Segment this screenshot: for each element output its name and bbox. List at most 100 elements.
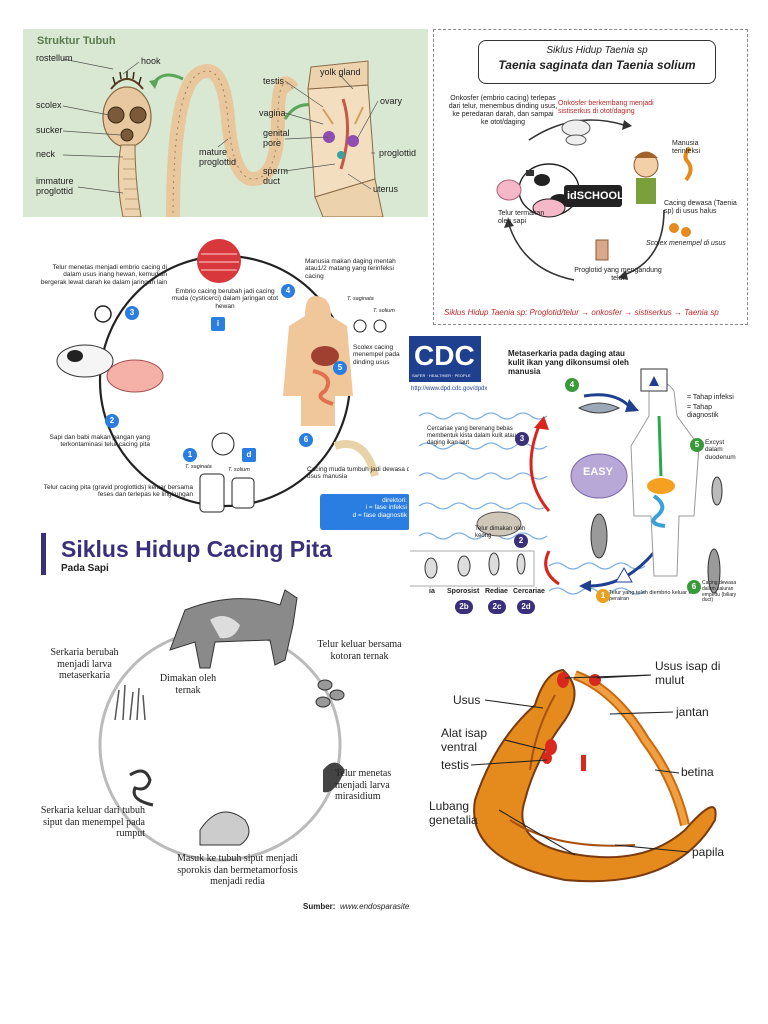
cdc-step-5: 5: [690, 438, 704, 452]
cattle-cycle-title: Siklus Hidup Cacing Pita: [61, 536, 332, 562]
cdc-step-4: 4: [565, 378, 579, 392]
t-solium-label: T. solium: [373, 308, 395, 314]
cacing-dewasa-text: Cacing dewasa (Taenia sp) di usus halus: [664, 200, 737, 216]
taenia-footer: Siklus Hidup Taenia sp: Proglotid/telur …: [444, 308, 719, 317]
label-proglottid: proglottid: [379, 148, 417, 158]
label-uterus: uterus: [373, 184, 399, 194]
telur-keluar-text: Telur yang telah diembrio keluar ke pera…: [609, 590, 695, 603]
step3-text: Telur menetas menjadi embrio cacing di d…: [40, 264, 167, 286]
easy-label: EASY: [583, 466, 613, 478]
tapeworm-illustration: [62, 58, 384, 217]
label-genital-pore: genital pore: [263, 128, 290, 149]
telur-dimakan-text: Telur dimakan oleh keong: [475, 526, 526, 539]
papila-label: papila: [692, 845, 725, 859]
cdc-step-2b: 2b: [455, 600, 473, 614]
sistiserkus-text: Onkosfer berkembang menjadi sistiserkus …: [558, 100, 654, 116]
cacing-dewasa-cdc: Cacing dewasa dalam saluran empedu (bili…: [702, 580, 737, 604]
label-yolk-gland: yolk gland: [320, 67, 361, 77]
serkaria-text: Cercariae yang berenang bebas membentuk …: [427, 426, 517, 446]
label-hook: hook: [141, 56, 161, 66]
t-saginata-label: T. saginata: [347, 296, 374, 302]
cdc-step-3: 3: [515, 432, 529, 446]
alat-isap-label: Alat isap ventral: [441, 726, 488, 754]
telur-keluar-text: Telur keluar bersama kotoran ternak: [317, 639, 402, 662]
human-cycle-illustration: [56, 239, 410, 530]
label-neck: neck: [36, 149, 56, 159]
cdc-step-2d: 2d: [517, 600, 535, 614]
testis-label: testis: [441, 758, 470, 772]
cycle-step-1-badge: 1: [183, 448, 197, 462]
serkaria-larva-text: Serkaria berubah menjadi larva metaserka…: [50, 647, 119, 681]
taenia-cycle-illustration: [496, 119, 693, 281]
cattle-fluke-cycle-panel: Siklus Hidup Cacing Pita Pada Sapi Dimak…: [35, 530, 410, 950]
label-rostellum: rostellum: [36, 53, 73, 63]
cdc-step-1: 1: [596, 589, 610, 603]
label-immature-proglottid: immature proglottid: [36, 176, 74, 197]
step5-text: Scolex cacing menempel pada dinding usus: [353, 344, 400, 366]
tahap-diagnostik: = Tahap diagnostik: [687, 404, 719, 420]
cycle-step-6-badge: 6: [299, 433, 313, 447]
taenia-subtitle: Taenia saginata dan Taenia solium: [498, 58, 696, 72]
telur-menetas-text: Telur menetas menjadi larva mirasidium: [335, 768, 392, 802]
step4-text: Manusia makan daging mentah atau1/2 mata…: [305, 258, 396, 280]
cdc-step-2c: 2c: [488, 600, 506, 614]
cdc-illustration: [409, 336, 723, 595]
usus-isap-mulut-label: Usus isap di mulut: [655, 659, 721, 687]
cercariae-label: Cercariae: [513, 588, 545, 595]
label-scolex: scolex: [36, 100, 62, 110]
tapeworm-structure-panel: Struktur Tubuh: [23, 29, 428, 217]
cdc-tagline: SAFER · HEALTHIER · PEOPLE: [412, 373, 471, 378]
label-sucker: sucker: [36, 125, 63, 135]
excyst-text: Excyst dalam duodenum: [705, 439, 736, 461]
legend-text: direktori: i = fase infeksi d = fase dia…: [352, 497, 407, 519]
taenia-logo: idSCHOOL: [567, 190, 624, 202]
step6-text: Cacing muda tumbuh jadi dewasa di usus m…: [307, 466, 412, 481]
cycle-step-3-badge: 3: [125, 306, 139, 320]
taenia-title: Siklus Hidup Taenia sp: [546, 45, 648, 56]
betina-label: betina: [681, 765, 714, 779]
rediae-label: Rediae: [485, 588, 508, 595]
metaserkaria-text: Metaserkaria pada daging atau kulit ikan…: [508, 349, 629, 377]
cycle-step-2-badge: 2: [105, 414, 119, 428]
dimakan-text: Dimakan oleh ternak: [159, 673, 217, 696]
sumber-url: www.endosparasite.net: [340, 902, 410, 911]
label-sperm-duct: sperm duct: [263, 166, 289, 187]
sumber-label: Sumber:: [303, 902, 336, 911]
step1-text: Telur cacing pita (gravid proglottids) k…: [43, 484, 193, 499]
step3b-text: Embrio cacing berubah jadi cacing muda (…: [171, 288, 279, 310]
panel1-header: Struktur Tubuh: [37, 35, 116, 47]
tapeworm-human-cycle-panel: 1 2 3 4 5 6 d i Telur menetas menjadi em…: [35, 226, 415, 531]
sporosist-label: Sporosist: [447, 588, 480, 595]
manusia-text: Manusia terinfeksi: [672, 140, 701, 156]
t-solium-label-2: T. solium: [228, 467, 250, 473]
onkosfer-text: Onkosfer (embrio cacing) terlepas dari t…: [448, 95, 558, 127]
cdc-step-2: 2: [514, 534, 528, 548]
step2-text: Sapi dan babi makan pangan yang terkonta…: [49, 434, 150, 449]
label-testis: testis: [263, 76, 285, 86]
taenia-lifecycle-panel: Siklus Hidup Taenia sp Taenia saginata d…: [433, 29, 748, 325]
cdc-step-6: 6: [687, 580, 701, 594]
jantan-label: jantan: [676, 705, 709, 719]
cycle-step-5-badge: 5: [333, 361, 347, 375]
label-ovary: ovary: [380, 96, 403, 106]
cycle-step-4-badge: 4: [281, 284, 295, 298]
proglotid-text: Proglotid yang mengandung telur: [574, 267, 662, 283]
infection-badge: i: [211, 317, 225, 331]
lubang-genetalia-label: Lubang genetalia: [429, 799, 478, 827]
title-accent-bar: [41, 533, 46, 575]
telur-sapi-text: Telur termakan oleh sapi: [498, 210, 545, 226]
fluke-anatomy-illustration: [470, 668, 717, 883]
ia-label: ia: [429, 588, 435, 595]
cattle-cycle-subtitle: Pada Sapi: [61, 563, 109, 574]
cdc-fluke-cycle-panel: CDC SAFER · HEALTHIER · PEOPLE http://ww…: [409, 336, 739, 616]
tahap-infeksi: = Tahap infeksi: [687, 394, 734, 401]
cdc-logo: CDC: [414, 340, 475, 371]
taenia-title-box: Siklus Hidup Taenia sp Taenia saginata d…: [478, 40, 716, 84]
cdc-url: http://www.dpd.cdc.gov/dpdx: [411, 386, 488, 392]
fluke-anatomy-panel: Usus isap di mulut Usus jantan Alat isap…: [415, 650, 755, 895]
scolex-text: Scolex menempel di usus: [646, 240, 726, 247]
t-saginata-label-2: T. saginata: [185, 464, 212, 470]
serkaria-keluar-text: Serkaria keluar dari tubuh siput dan men…: [40, 805, 145, 839]
masuk-siput-text: Masuk ke tubuh siput menjadi sporokis da…: [176, 853, 299, 887]
usus-label: Usus: [453, 693, 481, 707]
